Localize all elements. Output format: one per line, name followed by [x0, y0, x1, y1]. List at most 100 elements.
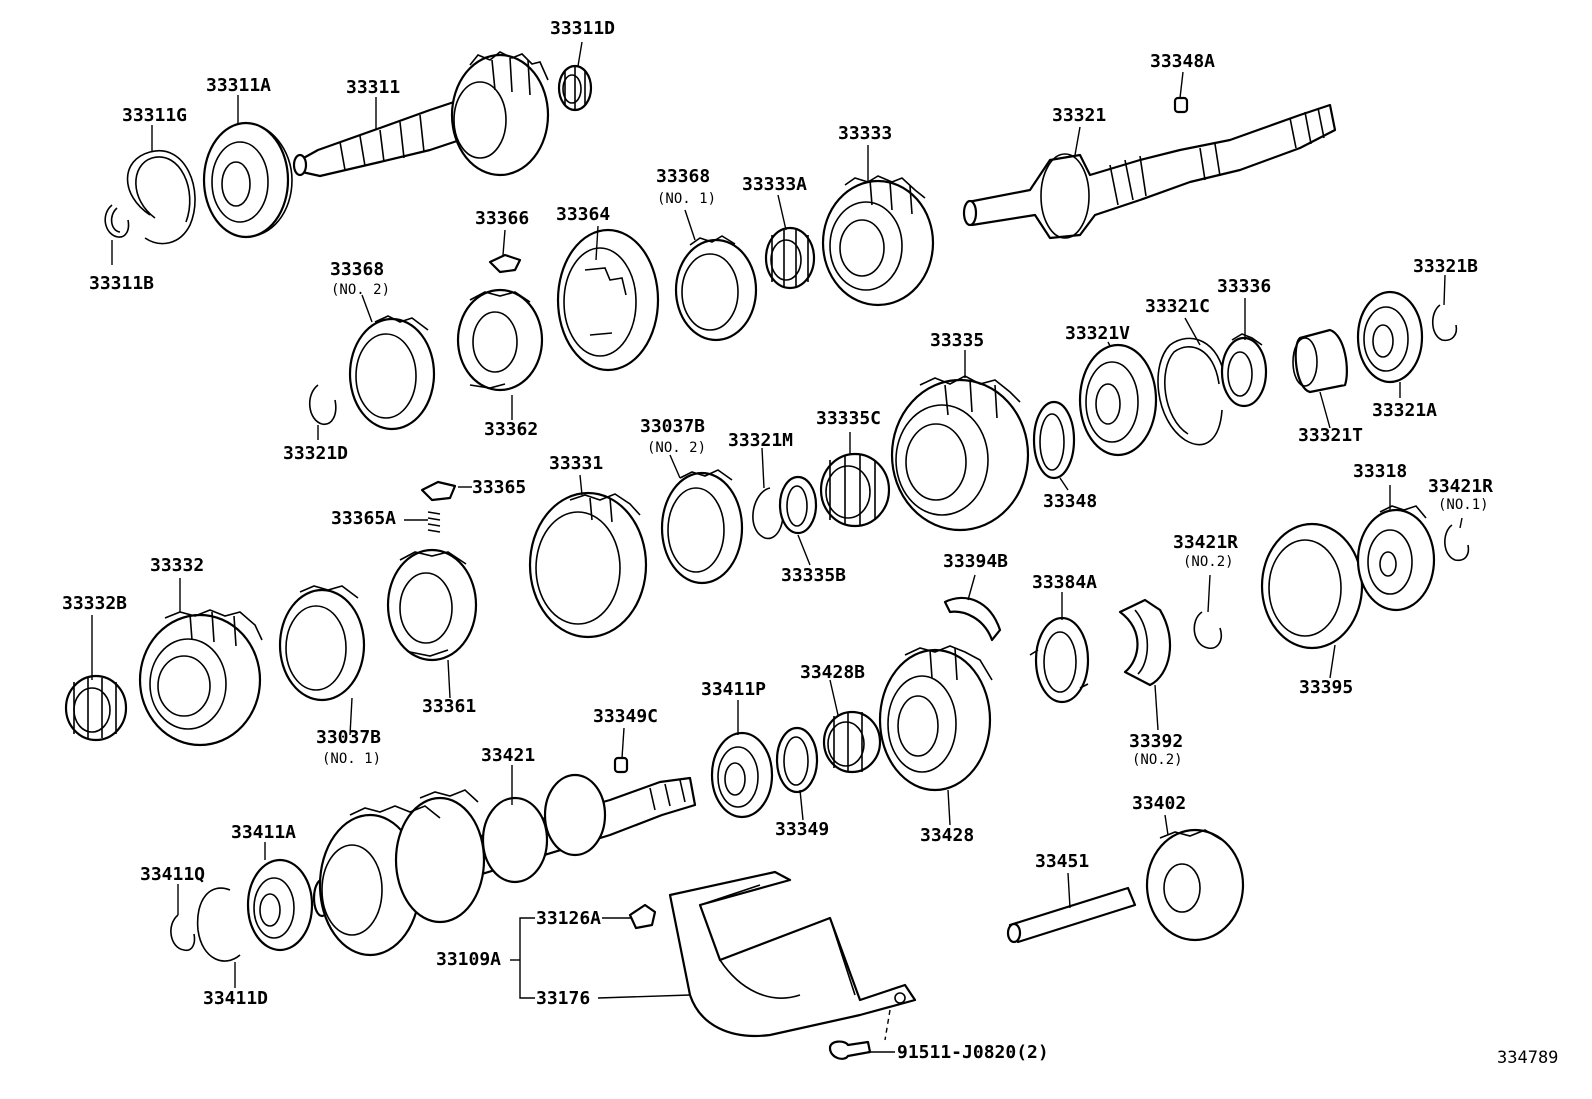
part-33321-output-shaft: [962, 103, 1337, 240]
part-33402-reverse-idler-gear: [1145, 828, 1245, 942]
label-33331: 33331: [549, 453, 604, 474]
label-33348: 33348: [1043, 491, 1098, 512]
part-33451-idler-shaft: [1006, 886, 1137, 944]
label-33037B-no2: 33037B: [640, 416, 706, 437]
part-33332-gear: [138, 609, 263, 747]
label-33421R-no1-sub: (NO.1): [1438, 497, 1489, 513]
part-33321D-snap-ring: [309, 384, 337, 425]
part-33335-gear: [890, 375, 1030, 532]
part-33311A-bearing: [202, 121, 293, 239]
part-33392-no2-plate: [1118, 598, 1172, 687]
part-33331-hub-sleeve: [528, 491, 648, 639]
part-33335B-thrust-washer: [778, 475, 818, 535]
label-33368-no1: 33368: [656, 166, 711, 187]
label-33332B: 33332B: [62, 593, 128, 614]
label-33311G: 33311G: [122, 105, 188, 126]
part-33348-ring: [1032, 400, 1076, 480]
label-33321A: 33321A: [1372, 400, 1438, 421]
diagram-reference-number: 334789: [1497, 1048, 1559, 1068]
part-33411A-bearing: [246, 858, 314, 952]
label-33365: 33365: [472, 477, 527, 498]
label-33311A: 33311A: [206, 75, 272, 96]
part-33037B-no2-synchronizer-ring: [660, 469, 744, 585]
part-33394B-fork-piece: [943, 596, 1002, 642]
label-33392: 33392: [1129, 731, 1184, 752]
label-33368-no2-sub: (NO. 2): [331, 282, 391, 298]
part-33321C-snap-ring: [1157, 337, 1226, 446]
part-33321A-bearing: [1356, 290, 1424, 384]
label-33333: 33333: [838, 123, 893, 144]
label-33321B: 33321B: [1413, 256, 1479, 277]
label-33037B-no1: 33037B: [316, 727, 382, 748]
part-33321V-bearing: [1078, 343, 1158, 457]
label-33335B: 33335B: [781, 565, 847, 586]
part-91511-bolt: [828, 1040, 872, 1060]
part-33384A-ring: [1029, 616, 1090, 704]
label-33321V: 33321V: [1065, 323, 1131, 344]
label-33451: 33451: [1035, 851, 1090, 872]
part-33311G-snap-ring: [126, 149, 196, 245]
part-33421R-no2-snap-ring: [1193, 611, 1223, 650]
part-33311-input-shaft: [292, 98, 462, 178]
label-33392-sub: (NO.2): [1132, 752, 1183, 768]
label-33402: 33402: [1132, 793, 1187, 814]
part-33321T-collar: [1292, 328, 1348, 394]
part-33176-oil-receiver: [668, 870, 917, 1037]
part-33311D-needle-bearing: [557, 64, 593, 112]
label-33349C: 33349C: [593, 706, 659, 727]
label-33395: 33395: [1299, 677, 1354, 698]
label-33311: 33311: [346, 77, 401, 98]
part-33361-clutch-hub: [386, 548, 478, 662]
label-33336: 33336: [1217, 276, 1272, 297]
part-33311B-snap-ring: [104, 204, 130, 238]
part-33318-gear: [1356, 505, 1436, 612]
part-33366-shifting-key: [488, 253, 522, 274]
label-33333A: 33333A: [742, 174, 808, 195]
part-33395-hub-sleeve: [1260, 522, 1364, 650]
label-33311D: 33311D: [550, 18, 616, 39]
label-33321M: 33321M: [728, 430, 794, 451]
part-33421R-no1-snap-ring: [1444, 524, 1470, 562]
part-33365A-spring: [427, 511, 441, 533]
part-33411P-bearing: [710, 731, 774, 819]
label-33411A: 33411A: [231, 822, 297, 843]
label-33368-no1-sub: (NO. 1): [657, 191, 717, 207]
part-33335C-needle-bearing: [819, 452, 891, 528]
part-33311-input-gear: [450, 51, 550, 177]
part-33411Q-snap-ring: [170, 914, 196, 952]
label-33366: 33366: [475, 208, 530, 229]
leader-lines: [91, 41, 1463, 1053]
label-33411D: 33411D: [203, 988, 269, 1009]
part-33333-gear: [821, 175, 935, 307]
label-33421R-no2-sub: (NO.2): [1183, 554, 1234, 570]
label-91511-J0820: 91511-J0820(2): [897, 1042, 1049, 1063]
label-33335C: 33335C: [816, 408, 882, 429]
part-33364-hub-sleeve: [556, 228, 660, 372]
label-33349: 33349: [775, 819, 830, 840]
label-33411P: 33411P: [701, 679, 767, 700]
label-33365A: 33365A: [331, 508, 397, 529]
part-33362-clutch-hub: [456, 288, 544, 392]
label-33421R-no2: 33421R: [1173, 532, 1239, 553]
part-33368-no1-synchronizer-ring: [674, 235, 758, 342]
part-33126A-grommet: [628, 903, 657, 930]
label-33176: 33176: [536, 988, 591, 1009]
label-33428: 33428: [920, 825, 975, 846]
label-33037B-no1-sub: (NO. 1): [322, 751, 382, 767]
label-33394B: 33394B: [943, 551, 1009, 572]
label-33321D: 33321D: [283, 443, 349, 464]
part-33428B-needle-bearing: [822, 710, 882, 774]
part-33336-gear: [1220, 333, 1268, 408]
label-33321C: 33321C: [1145, 296, 1211, 317]
label-33321: 33321: [1052, 105, 1107, 126]
part-33348A-pin: [1173, 96, 1189, 114]
label-33421R-no1: 33421R: [1428, 476, 1494, 497]
label-33428B: 33428B: [800, 662, 866, 683]
part-33333A-needle-bearing: [764, 226, 816, 290]
part-33365-shifting-key: [420, 480, 457, 502]
part-33411D-snap-ring: [196, 887, 241, 962]
label-33348A: 33348A: [1150, 51, 1216, 72]
label-33384A: 33384A: [1032, 572, 1098, 593]
label-33109A: 33109A: [436, 949, 502, 970]
